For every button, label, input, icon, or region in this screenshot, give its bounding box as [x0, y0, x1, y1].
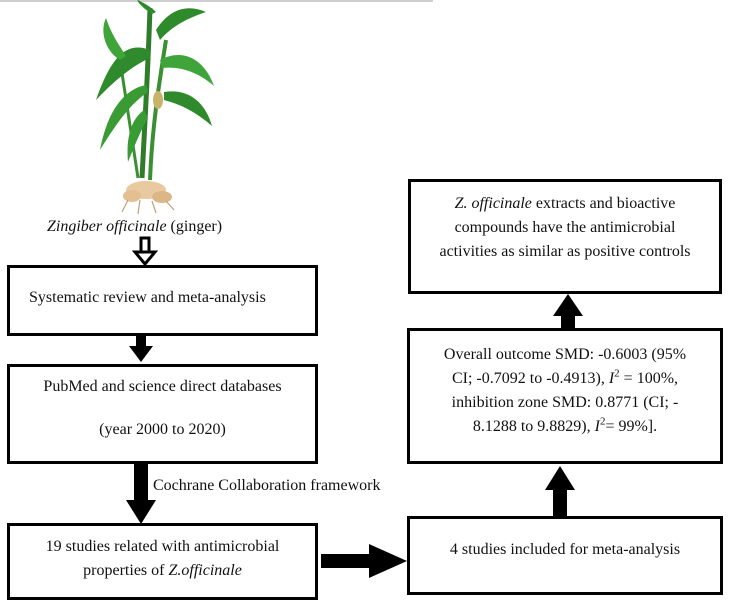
arrow-down-3 [126, 462, 156, 524]
outcome-line-1: Overall outcome SMD: -0.6003 (95% [443, 346, 687, 363]
outcome-box: Overall outcome SMD: -0.6003 (95% CI; -0… [407, 328, 723, 464]
systematic-review-text: Systematic review and meta-analysis [29, 289, 266, 306]
outcome-line-2: CI; -0.7092 to -0.4913), I2 = 100%, [451, 367, 679, 387]
arrow-right [321, 544, 407, 578]
studies-19-box: 19 studies related with antimicrobial pr… [7, 523, 318, 600]
systematic-review-box: Systematic review and meta-analysis [7, 265, 318, 336]
plant-caption: Zingiber officinale (ginger) [47, 218, 223, 235]
databases-box: PubMed and science direct databases (yea… [7, 364, 318, 464]
outcome-line-3: inhibition zone SMD: 0.8771 (CI; - [451, 394, 679, 411]
databases-line-1: PubMed and science direct databases [43, 378, 282, 395]
conclusion-line-3: activities as similar as positive contro… [439, 243, 691, 260]
conclusion-box: Z. officinale extracts and bioactive com… [408, 179, 722, 294]
studies-19-line-1: 19 studies related with antimicrobial [45, 538, 280, 555]
ginger-plant-illustration [96, 0, 214, 215]
outcome-line-4: 8.1288 to 9.8829), I2= 99%]. [472, 415, 658, 435]
studies-19-line-2: properties of Z.officinale [83, 562, 242, 579]
arrow-up-2 [553, 294, 583, 330]
studies-4-text: 4 studies included for meta-analysis [449, 541, 681, 558]
conclusion-line-1: Z. officinale extracts and bioactive [454, 195, 676, 212]
framework-label: Cochrane Collaboration framework [153, 477, 381, 494]
conclusion-line-2: compounds have the antimicrobial [454, 219, 676, 236]
arrow-down-2 [129, 334, 153, 362]
studies-4-box: 4 studies included for meta-analysis [407, 516, 723, 595]
arrow-down-1 [131, 236, 159, 267]
databases-line-2: (year 2000 to 2020) [99, 421, 226, 438]
arrow-up-1 [545, 466, 575, 516]
top-divider-line [0, 0, 433, 2]
